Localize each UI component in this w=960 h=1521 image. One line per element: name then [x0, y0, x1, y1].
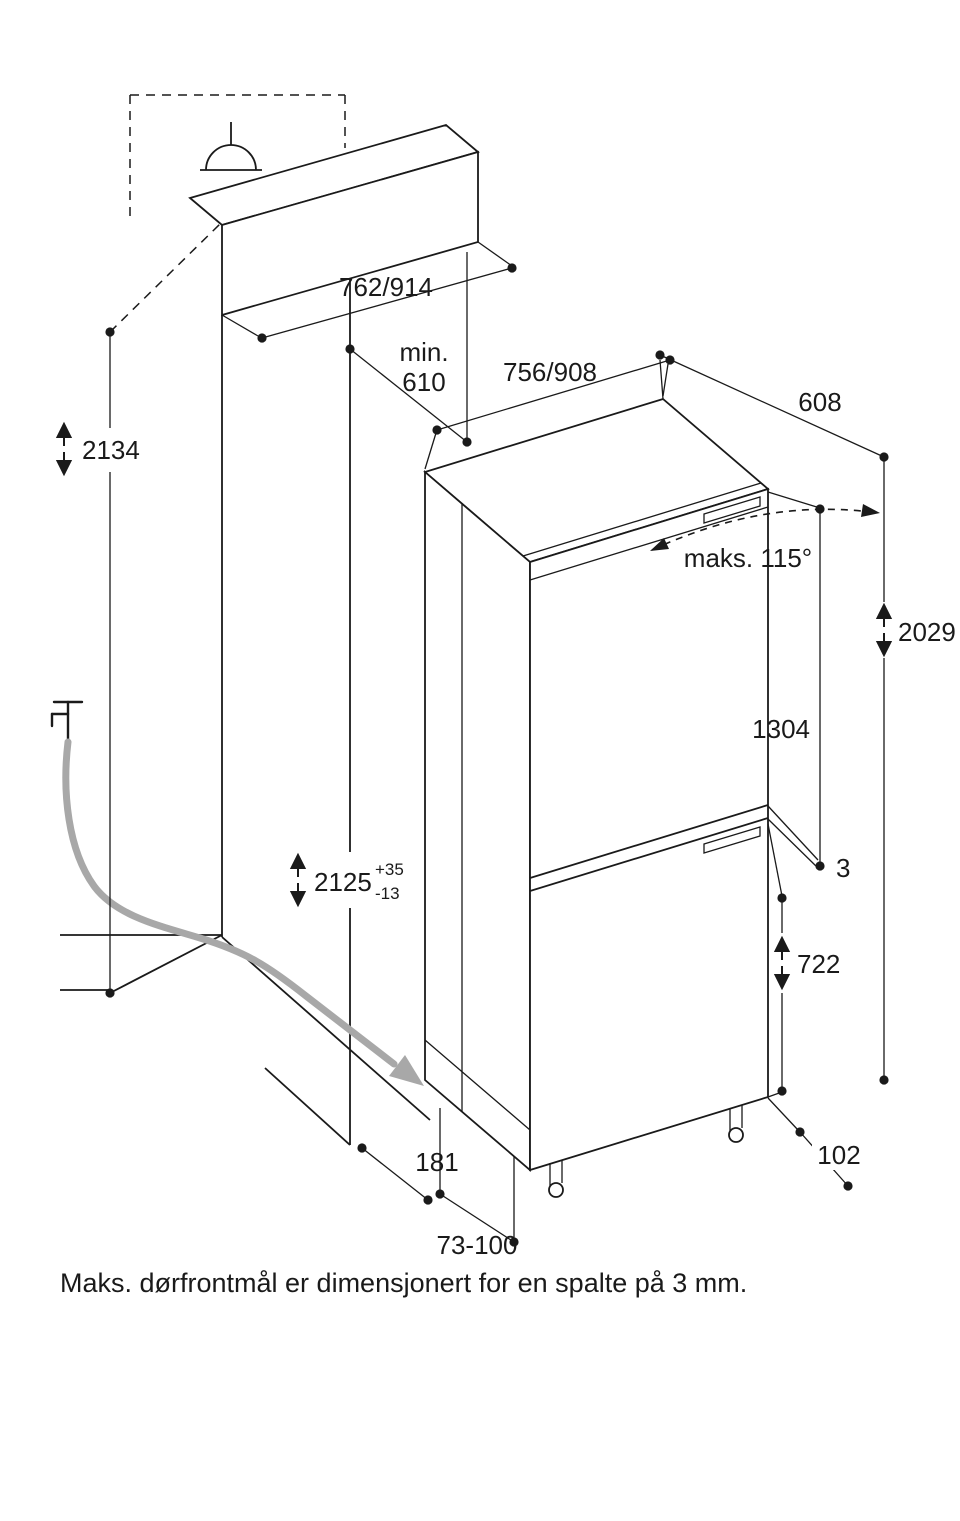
dim-niche-height-minus-tol: -13: [375, 884, 400, 903]
double-arrow-icon: [56, 423, 72, 475]
dim-cornice-width: 762/914: [221, 241, 517, 343]
freezer-door: [529, 817, 769, 892]
dim-wall-height: 2134: [56, 327, 140, 998]
dim-plinth-depth: 102: [767, 1097, 867, 1191]
dim-endpoint-dot: [435, 1189, 445, 1199]
dim-endpoint-dot: [105, 327, 115, 337]
appliance-side-face: [424, 470, 531, 1172]
dim-endpoint-dot: [509, 1237, 519, 1247]
dim-freezer-door-height-label: 722: [797, 949, 840, 979]
dim-endpoint-dot: [257, 333, 267, 343]
fridge-door-handle: [703, 496, 761, 524]
dim-niche-height-plus-tol: +35: [375, 860, 404, 879]
dim-endpoint-dot: [777, 893, 787, 903]
dim-door-opening-angle: maks. 115°: [650, 504, 880, 573]
freezer-door-handle: [703, 826, 761, 854]
angle-arrowhead-right: [861, 504, 880, 517]
dim-door-gap-label: 3: [836, 853, 850, 883]
dim-appliance-width-label: 756/908: [503, 357, 597, 387]
dim-door-opening-angle-label: maks. 115°: [684, 543, 812, 573]
dim-endpoint-dot: [432, 425, 442, 435]
dim-endpoint-dot: [423, 1195, 433, 1205]
angle-arrowhead-left: [650, 538, 669, 551]
hose-arrowhead: [389, 1055, 424, 1086]
water-tap-icon: [50, 700, 84, 744]
ceiling-dashed-outline: [129, 94, 346, 222]
figure-caption: Maks. dørfrontmål er dimensjonert for en…: [60, 1268, 747, 1298]
dim-endpoint-dot: [507, 263, 517, 273]
dim-endpoint-dot: [462, 437, 472, 447]
dim-plinth-height-range: 73-100: [435, 1189, 519, 1260]
dim-freezer-door-height: 722: [767, 823, 840, 1098]
dim-endpoint-dot: [357, 1143, 367, 1153]
dim-wall-height-label: 2134: [82, 435, 140, 465]
front-right-foot: [728, 1127, 744, 1143]
water-hose: [62, 738, 424, 1086]
appliance-base: [439, 1108, 515, 1238]
double-arrow-icon: [774, 937, 790, 989]
floor-lines: [60, 934, 431, 1146]
dim-endpoint-dot: [105, 988, 115, 998]
appliance: [423, 397, 770, 1238]
appliance-feet: [548, 1105, 744, 1198]
dim-endpoint-dot: [655, 350, 665, 360]
dim-610-label: 610: [402, 367, 445, 397]
dim-niche-depth-min: min. 610: [345, 252, 472, 447]
dim-appliance-width: 756/908: [424, 355, 675, 470]
dim-fridge-door-height: 1304: [752, 491, 825, 871]
dim-min-label: min.: [399, 337, 448, 367]
dim-cornice-width-label: 762/914: [339, 272, 433, 302]
dim-fridge-door-height-label: 1304: [752, 714, 810, 744]
dim-plinth-height-range-label: 73-100: [437, 1230, 518, 1260]
power-connection-icon: [200, 122, 262, 171]
dim-appliance-height: 2029: [876, 452, 956, 1085]
dim-appliance-depth-label: 608: [798, 387, 841, 417]
dim-door-gap: 3: [767, 805, 850, 883]
dim-niche-height: 2125 +35 -13: [290, 854, 404, 906]
fridge-door: [529, 496, 769, 879]
double-arrow-icon: [876, 604, 892, 656]
dim-endpoint-dot: [345, 344, 355, 354]
double-arrow-icon: [290, 854, 306, 906]
cornice-panel: [188, 124, 480, 317]
dim-appliance-height-label: 2029: [898, 617, 956, 647]
front-left-foot: [548, 1182, 564, 1198]
dim-endpoint-dot: [795, 1127, 805, 1137]
dim-niche-height-label: 2125: [314, 867, 372, 897]
dim-endpoint-dot: [879, 452, 889, 462]
dim-base-recess: 181: [357, 1143, 459, 1205]
dim-appliance-depth: 608: [655, 350, 885, 458]
dim-endpoint-dot: [879, 1075, 889, 1085]
dim-endpoint-dot: [843, 1181, 853, 1191]
dim-endpoint-dot: [777, 1086, 787, 1096]
dim-base-recess-label: 181: [415, 1147, 458, 1177]
appliance-front-face: [529, 487, 769, 1172]
dim-plinth-depth-label: 102: [817, 1140, 860, 1170]
